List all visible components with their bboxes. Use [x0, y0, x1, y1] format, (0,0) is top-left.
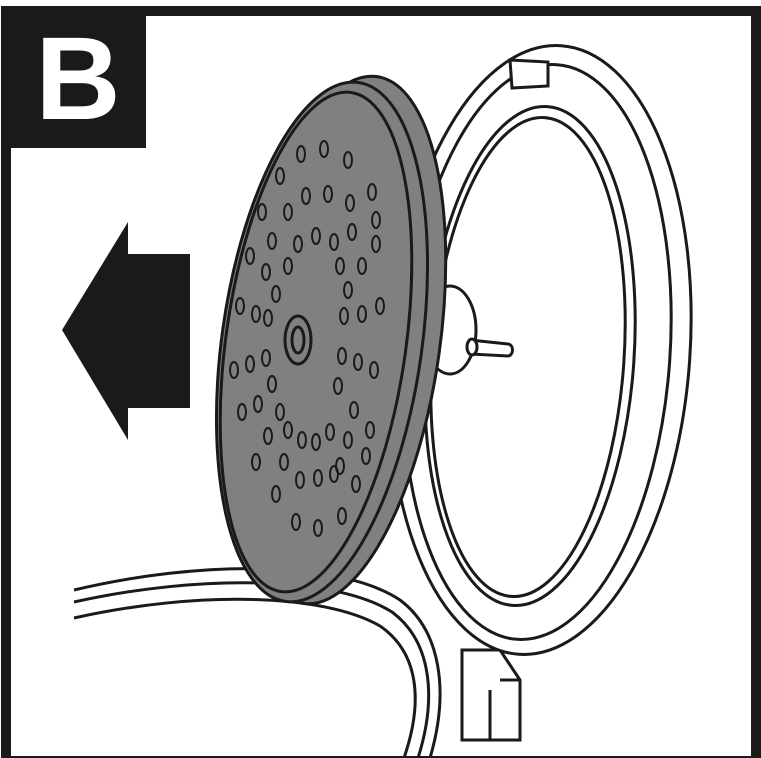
lid-pin — [468, 338, 514, 358]
lid-hinge — [460, 648, 522, 742]
open-lid — [387, 44, 693, 656]
frame-border — [1, 6, 761, 758]
arrow-left-icon — [62, 222, 190, 440]
step-label-box: B — [10, 14, 146, 148]
pot-rim — [73, 567, 442, 758]
step-label: B — [35, 13, 121, 145]
removable-plate — [214, 74, 448, 606]
